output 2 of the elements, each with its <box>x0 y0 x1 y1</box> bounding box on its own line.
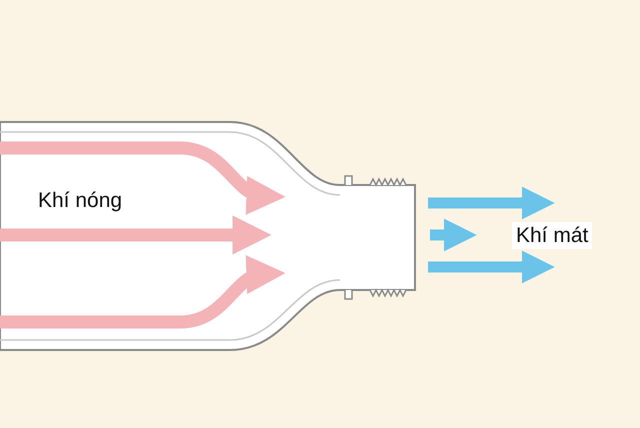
flow-label: Khí nóng <box>37 188 124 214</box>
flow-label: Khí mát <box>512 222 592 249</box>
